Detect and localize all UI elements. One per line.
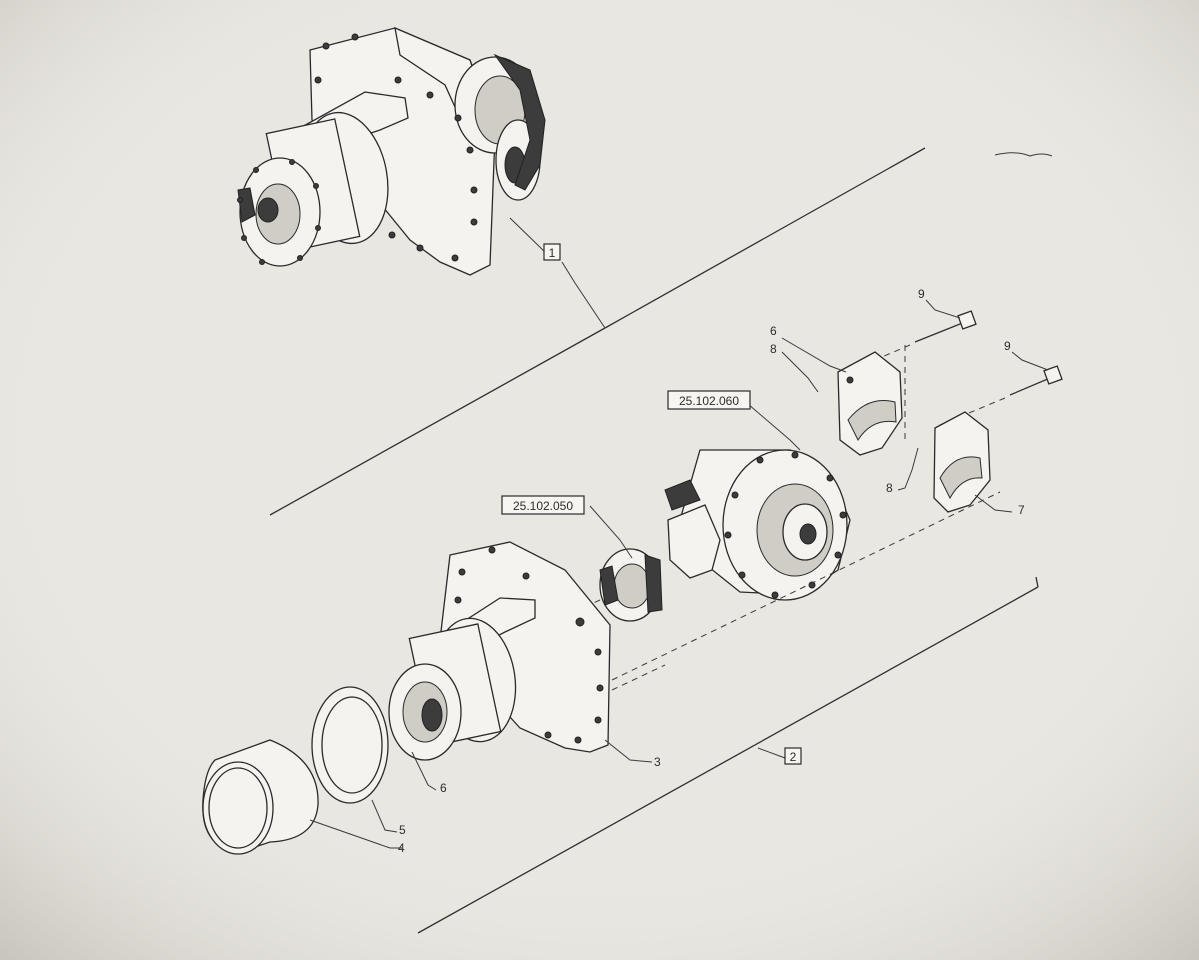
item-9b-label: 9: [1004, 339, 1011, 353]
axle-housing-icon: [388, 491, 1001, 763]
bushing-icon: [202, 739, 437, 855]
ref-1-label: 1: [549, 246, 556, 260]
ref-25-102-060-label: 25.102.060: [679, 394, 739, 408]
group-1-bracket: [269, 147, 926, 516]
item-9a-label: 9: [918, 287, 925, 301]
item-8b-label: 8: [886, 481, 893, 495]
pen-mark: [994, 152, 1053, 157]
item-3-label: 3: [654, 755, 661, 769]
item-6a-label: 6: [770, 324, 777, 338]
assembled-axle-housing-icon: [237, 26, 546, 276]
bolt-icon: [869, 310, 1063, 440]
item-7-label: 7: [1018, 503, 1025, 517]
item-5-label: 5: [399, 823, 406, 837]
item-6b-label: 6: [440, 781, 447, 795]
ref-25-102-060-box: [667, 390, 751, 410]
item-4-label: 4: [398, 841, 405, 855]
ref-25-102-050-label: 25.102.050: [513, 499, 573, 513]
ref-1-box: [543, 243, 561, 261]
bearing-cap-icon: [837, 351, 991, 513]
ref-2-box: [784, 747, 802, 765]
group-2-bracket: [417, 576, 1039, 934]
leader-lines: [589, 299, 1049, 559]
item-8a-label: 8: [770, 342, 777, 356]
differential-icon: [559, 548, 663, 622]
ref-2-label: 2: [790, 750, 797, 764]
seal-ring-icon: [311, 686, 398, 833]
planetary-hub-icon: [664, 449, 851, 601]
ref-25-102-050-box: [501, 495, 585, 515]
